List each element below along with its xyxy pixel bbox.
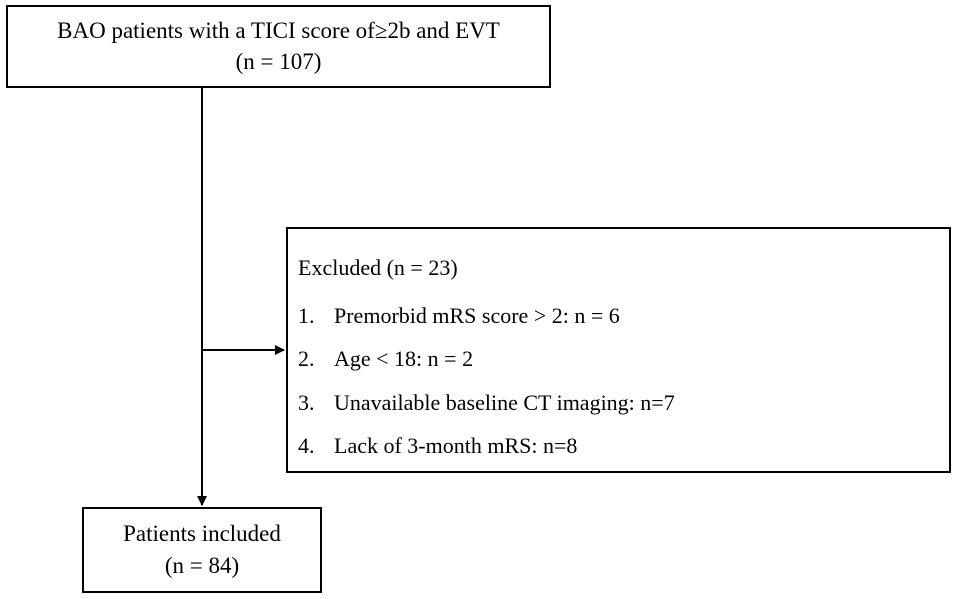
exclusion-item-number: 2. (298, 346, 315, 371)
exclusion-item-number: 3. (298, 390, 315, 415)
exclusion-box: Excluded (n = 23) 1. Premorbid mRS score … (286, 227, 951, 473)
exclusion-item-text: Age < 18: n = 2 (334, 346, 474, 371)
exclusion-item: 3. Unavailable baseline CT imaging: n=7 (298, 390, 675, 416)
exclusion-item-text: Unavailable baseline CT imaging: n=7 (334, 390, 675, 415)
included-title: Patients included (123, 521, 281, 546)
exclusion-item-number: 4. (298, 433, 315, 458)
exclusion-item-number: 1. (298, 303, 315, 328)
exclusion-item-text: Premorbid mRS score > 2: n = 6 (334, 303, 620, 328)
exclusion-title: Excluded (n = 23) (298, 255, 458, 280)
exclusion-item: 2. Age < 18: n = 2 (298, 346, 473, 372)
exclusion-item: 4. Lack of 3-month mRS: n=8 (298, 433, 577, 459)
enrollment-title: BAO patients with a TICI score of≥2b and… (57, 18, 500, 43)
exclusion-item-text: Lack of 3-month mRS: n=8 (334, 433, 578, 458)
enrollment-box: BAO patients with a TICI score of≥2b and… (6, 5, 551, 88)
included-box: Patients included (n = 84) (82, 507, 322, 593)
included-count: (n = 84) (164, 553, 240, 578)
enrollment-count: (n = 107) (235, 49, 322, 74)
exclusion-item: 1. Premorbid mRS score > 2: n = 6 (298, 303, 620, 329)
